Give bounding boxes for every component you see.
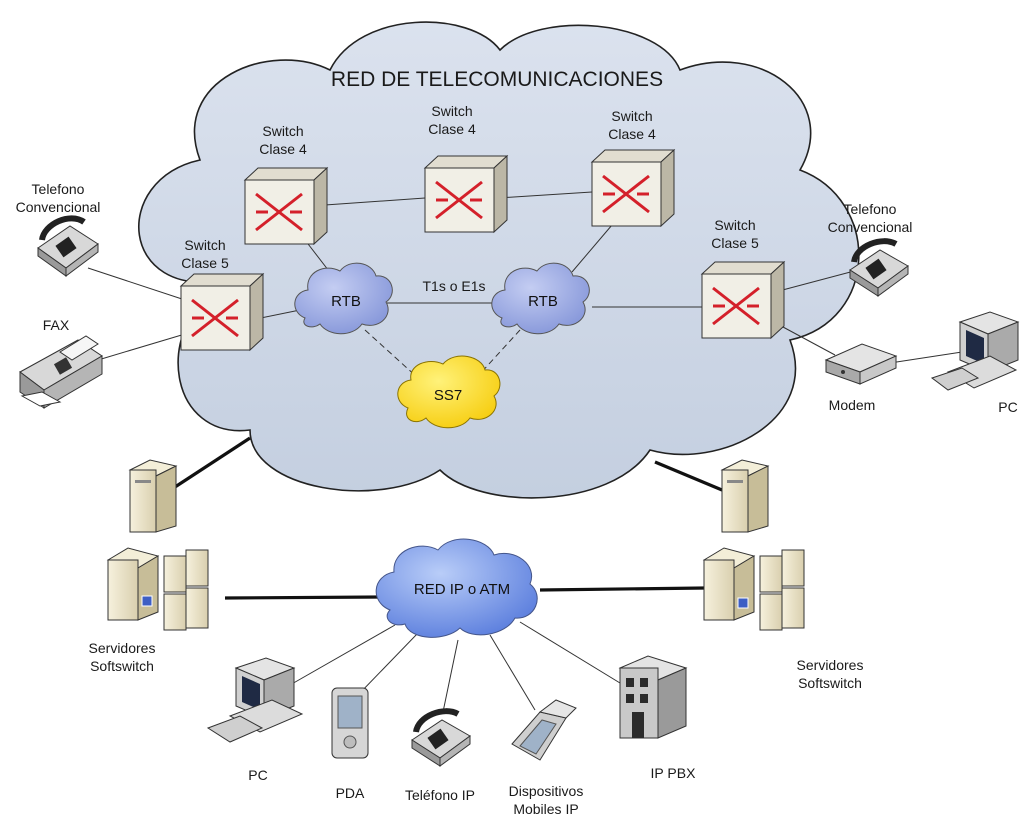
switch-label-c4-right: Switch Clase 4 bbox=[608, 108, 656, 142]
svg-text:Convencional: Convencional bbox=[16, 199, 101, 215]
fax-icon bbox=[19, 335, 103, 409]
phone-left-label: Telefono Convencional bbox=[16, 181, 101, 215]
pda-icon bbox=[331, 687, 369, 759]
link-ip-pbx bbox=[519, 621, 621, 684]
switch-label-c4-left: Switch Clase 4 bbox=[259, 123, 307, 157]
link-c4right-rtb bbox=[571, 224, 613, 273]
phone-right-icon bbox=[849, 238, 909, 297]
mobile-device-icon bbox=[511, 699, 577, 761]
link-ip-pc bbox=[289, 624, 396, 686]
ip-device-links bbox=[289, 621, 621, 713]
switch-clase4-center bbox=[423, 154, 509, 234]
switch-label-c4-center: Switch Clase 4 bbox=[428, 103, 476, 137]
link-cloud-servers-right bbox=[654, 460, 723, 492]
link-c4center-c4right bbox=[497, 191, 593, 199]
fax-label: FAX bbox=[43, 317, 70, 333]
link-c4left-c4center bbox=[324, 197, 426, 206]
ip-atm-label: RED IP o ATM bbox=[414, 581, 510, 598]
rtb-cloud-right: RTB bbox=[491, 262, 590, 335]
svg-text:Servidores: Servidores bbox=[797, 657, 864, 673]
link-servers-left-ip bbox=[224, 595, 386, 600]
ip-atm-cloud: RED IP o ATM bbox=[375, 538, 538, 638]
pc-right-label: PC bbox=[998, 399, 1017, 415]
svg-text:Clase 4: Clase 4 bbox=[428, 121, 476, 137]
switch-arrows-icon bbox=[712, 286, 760, 326]
servers-left-icon bbox=[106, 459, 209, 631]
ip-phone-label: Teléfono IP bbox=[405, 787, 475, 803]
servers-right-icon bbox=[702, 459, 805, 631]
ip-phone-icon bbox=[411, 708, 471, 767]
svg-text:Clase 5: Clase 5 bbox=[181, 255, 229, 271]
pc-bottom-icon bbox=[206, 657, 304, 743]
switch-clase5-left bbox=[179, 272, 265, 352]
link-cloud-servers-left bbox=[174, 436, 251, 489]
svg-text:Dispositivos: Dispositivos bbox=[509, 783, 584, 799]
modem-label: Modem bbox=[829, 397, 876, 413]
switch-label-c5-right: Switch Clase 5 bbox=[711, 217, 759, 251]
svg-text:Mobiles IP: Mobiles IP bbox=[513, 801, 578, 817]
svg-text:Switch: Switch bbox=[184, 237, 225, 253]
network-title: RED DE TELECOMUNICACIONES bbox=[331, 68, 663, 91]
link-ip-phone bbox=[442, 639, 459, 713]
svg-text:Clase 4: Clase 4 bbox=[259, 141, 307, 157]
core-links bbox=[174, 436, 723, 600]
switch-clase4-left bbox=[243, 166, 329, 246]
svg-text:Switch: Switch bbox=[714, 217, 755, 233]
svg-text:Convencional: Convencional bbox=[828, 219, 913, 235]
svg-text:Softswitch: Softswitch bbox=[90, 658, 154, 674]
svg-text:Servidores: Servidores bbox=[89, 640, 156, 656]
switch-arrows-icon bbox=[191, 298, 239, 338]
link-phone-c5left bbox=[87, 267, 186, 301]
link-fax-c5left bbox=[97, 333, 186, 361]
svg-text:Telefono: Telefono bbox=[32, 181, 85, 197]
rtb-cloud-left: RTB bbox=[294, 262, 393, 335]
switch-clase4-right bbox=[590, 148, 676, 228]
ss7-label: SS7 bbox=[434, 387, 462, 404]
svg-text:Softswitch: Softswitch bbox=[798, 675, 862, 691]
servers-left-label: Servidores Softswitch bbox=[89, 640, 156, 674]
mobile-device-label: Dispositivos Mobiles IP bbox=[509, 783, 584, 817]
svg-text:Switch: Switch bbox=[262, 123, 303, 139]
modem-icon bbox=[824, 343, 898, 385]
link-c5right-phone bbox=[774, 269, 859, 293]
svg-text:Clase 4: Clase 4 bbox=[608, 126, 656, 142]
trunk-label: T1s o E1s bbox=[422, 278, 485, 294]
pda-label: PDA bbox=[336, 785, 365, 801]
switch-arrows-icon bbox=[255, 192, 303, 232]
link-rtb-ss7-left bbox=[364, 329, 419, 379]
servers-right-label: Servidores Softswitch bbox=[797, 657, 864, 691]
link-ip-mobile bbox=[489, 634, 536, 711]
link-ip-pda bbox=[357, 632, 419, 696]
svg-text:Telefono: Telefono bbox=[844, 201, 897, 217]
svg-text:Switch: Switch bbox=[431, 103, 472, 119]
link-ip-servers-right bbox=[539, 586, 706, 592]
svg-text:Clase 5: Clase 5 bbox=[711, 235, 759, 251]
pc-right-icon bbox=[930, 311, 1020, 391]
ip-pbx-label: IP PBX bbox=[651, 765, 697, 781]
ip-pbx-icon bbox=[618, 655, 688, 739]
rtb-left-label: RTB bbox=[331, 293, 361, 310]
switch-clase5-right bbox=[700, 260, 786, 340]
switch-label-c5-left: Switch Clase 5 bbox=[181, 237, 229, 271]
switch-arrows-icon bbox=[435, 180, 483, 220]
switch-arrows-icon bbox=[602, 174, 650, 214]
rtb-right-label: RTB bbox=[528, 293, 558, 310]
svg-text:Switch: Switch bbox=[611, 108, 652, 124]
pc-bottom-label: PC bbox=[248, 767, 267, 783]
ss7-cloud: SS7 bbox=[397, 355, 501, 429]
phone-left-icon bbox=[37, 215, 99, 277]
main-cloud bbox=[138, 21, 860, 499]
phone-right-label: Telefono Convencional bbox=[828, 201, 913, 235]
link-modem-pc bbox=[889, 351, 963, 364]
